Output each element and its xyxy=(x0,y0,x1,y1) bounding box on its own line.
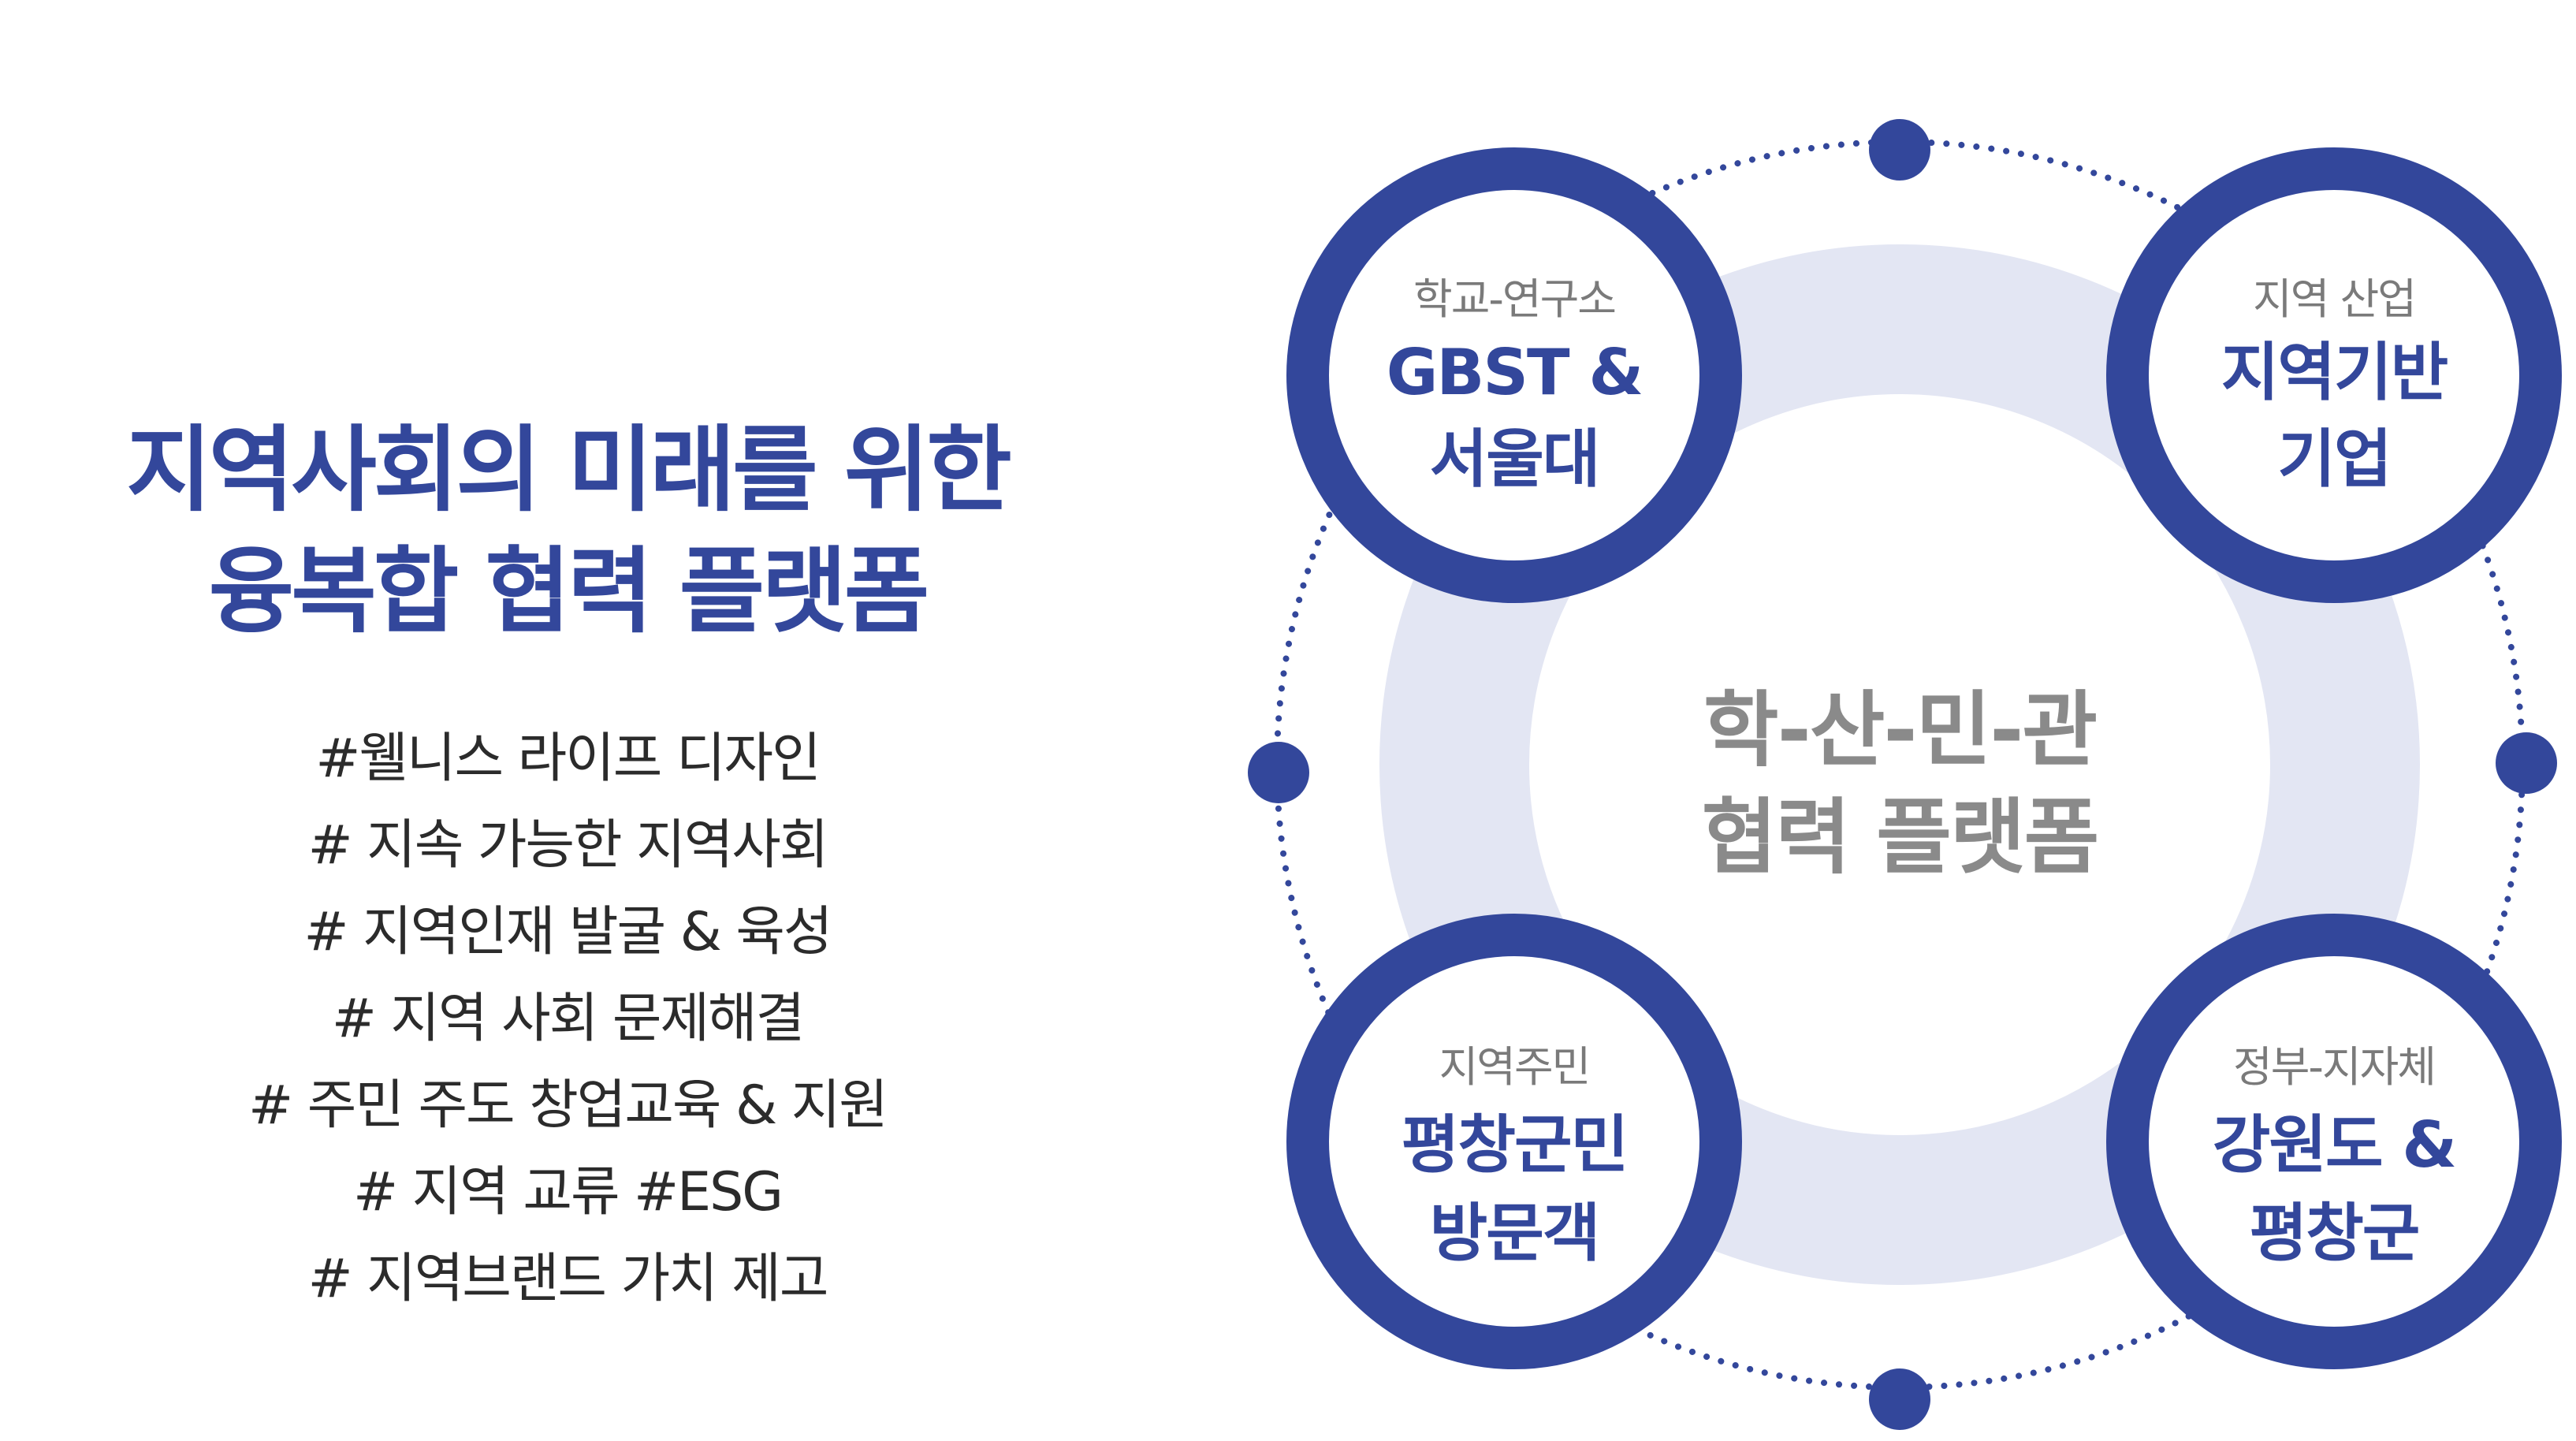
node-industry-name-line-1: 지역기반 xyxy=(2221,336,2448,409)
node-residents-name-line-1: 평창군민 xyxy=(1402,1108,1627,1182)
node-residents-name-line-2: 방문객 xyxy=(1430,1197,1599,1270)
hashtag-item: # 지역인재 발굴 & 육성 xyxy=(303,901,833,963)
hashtag-item: # 지속 가능한 지역사회 xyxy=(307,814,829,877)
node-residents: 지역주민 평창군민 방문객 xyxy=(1286,914,1742,1369)
headline-line-1: 지역사회의 미래를 위한 xyxy=(126,415,1012,524)
node-academia: 학교-연구소 GBST & 서울대 xyxy=(1286,147,1742,603)
headline-line-2: 융복합 협력 플랫폼 xyxy=(208,537,930,646)
orbit-dot-bottom xyxy=(1869,1368,1930,1430)
node-academia-name-line-1: GBST & xyxy=(1387,336,1642,409)
orbit-dot-right xyxy=(2496,732,2557,794)
center-title-line-2: 협력 플랫폼 xyxy=(1702,789,2098,885)
node-industry-name-line-2: 기업 xyxy=(2277,423,2390,496)
node-industry: 지역 산업 지역기반 기업 xyxy=(2106,147,2562,603)
node-academia-name-line-2: 서울대 xyxy=(1430,423,1599,496)
node-government-subtitle: 정부-지자체 xyxy=(2233,1042,2435,1092)
orbit-dot-left xyxy=(1248,742,1309,803)
center-title-line-1: 학-산-민-관 xyxy=(1703,682,2097,778)
node-government: 정부-지자체 강원도 & 평창군 xyxy=(2106,914,2562,1369)
node-residents-subtitle: 지역주민 xyxy=(1439,1042,1590,1092)
hashtag-item: #웰니스 라이프 디자인 xyxy=(315,728,821,790)
hashtag-item: # 지역 사회 문제해결 xyxy=(331,988,805,1050)
hashtag-item: # 주민 주도 창업교육 & 지원 xyxy=(248,1074,888,1137)
hashtag-item: # 지역 교류 #ESG xyxy=(353,1161,784,1223)
platform-ring xyxy=(1379,244,2420,1285)
node-academia-subtitle: 학교-연구소 xyxy=(1413,274,1615,324)
node-industry-subtitle: 지역 산업 xyxy=(2253,274,2415,324)
node-government-name-line-1: 강원도 & xyxy=(2213,1108,2455,1182)
hashtag-item: # 지역브랜드 가치 제고 xyxy=(307,1248,829,1310)
node-government-name-line-2: 평창군 xyxy=(2250,1197,2419,1270)
orbit-dot-top xyxy=(1869,119,1930,181)
left-panel: 지역사회의 미래를 위한 융복합 협력 플랫폼 #웰니스 라이프 디자인 # 지… xyxy=(0,0,1135,1441)
hashtag-list: #웰니스 라이프 디자인 # 지속 가능한 지역사회 # 지역인재 발굴 & 육… xyxy=(0,716,1135,1323)
